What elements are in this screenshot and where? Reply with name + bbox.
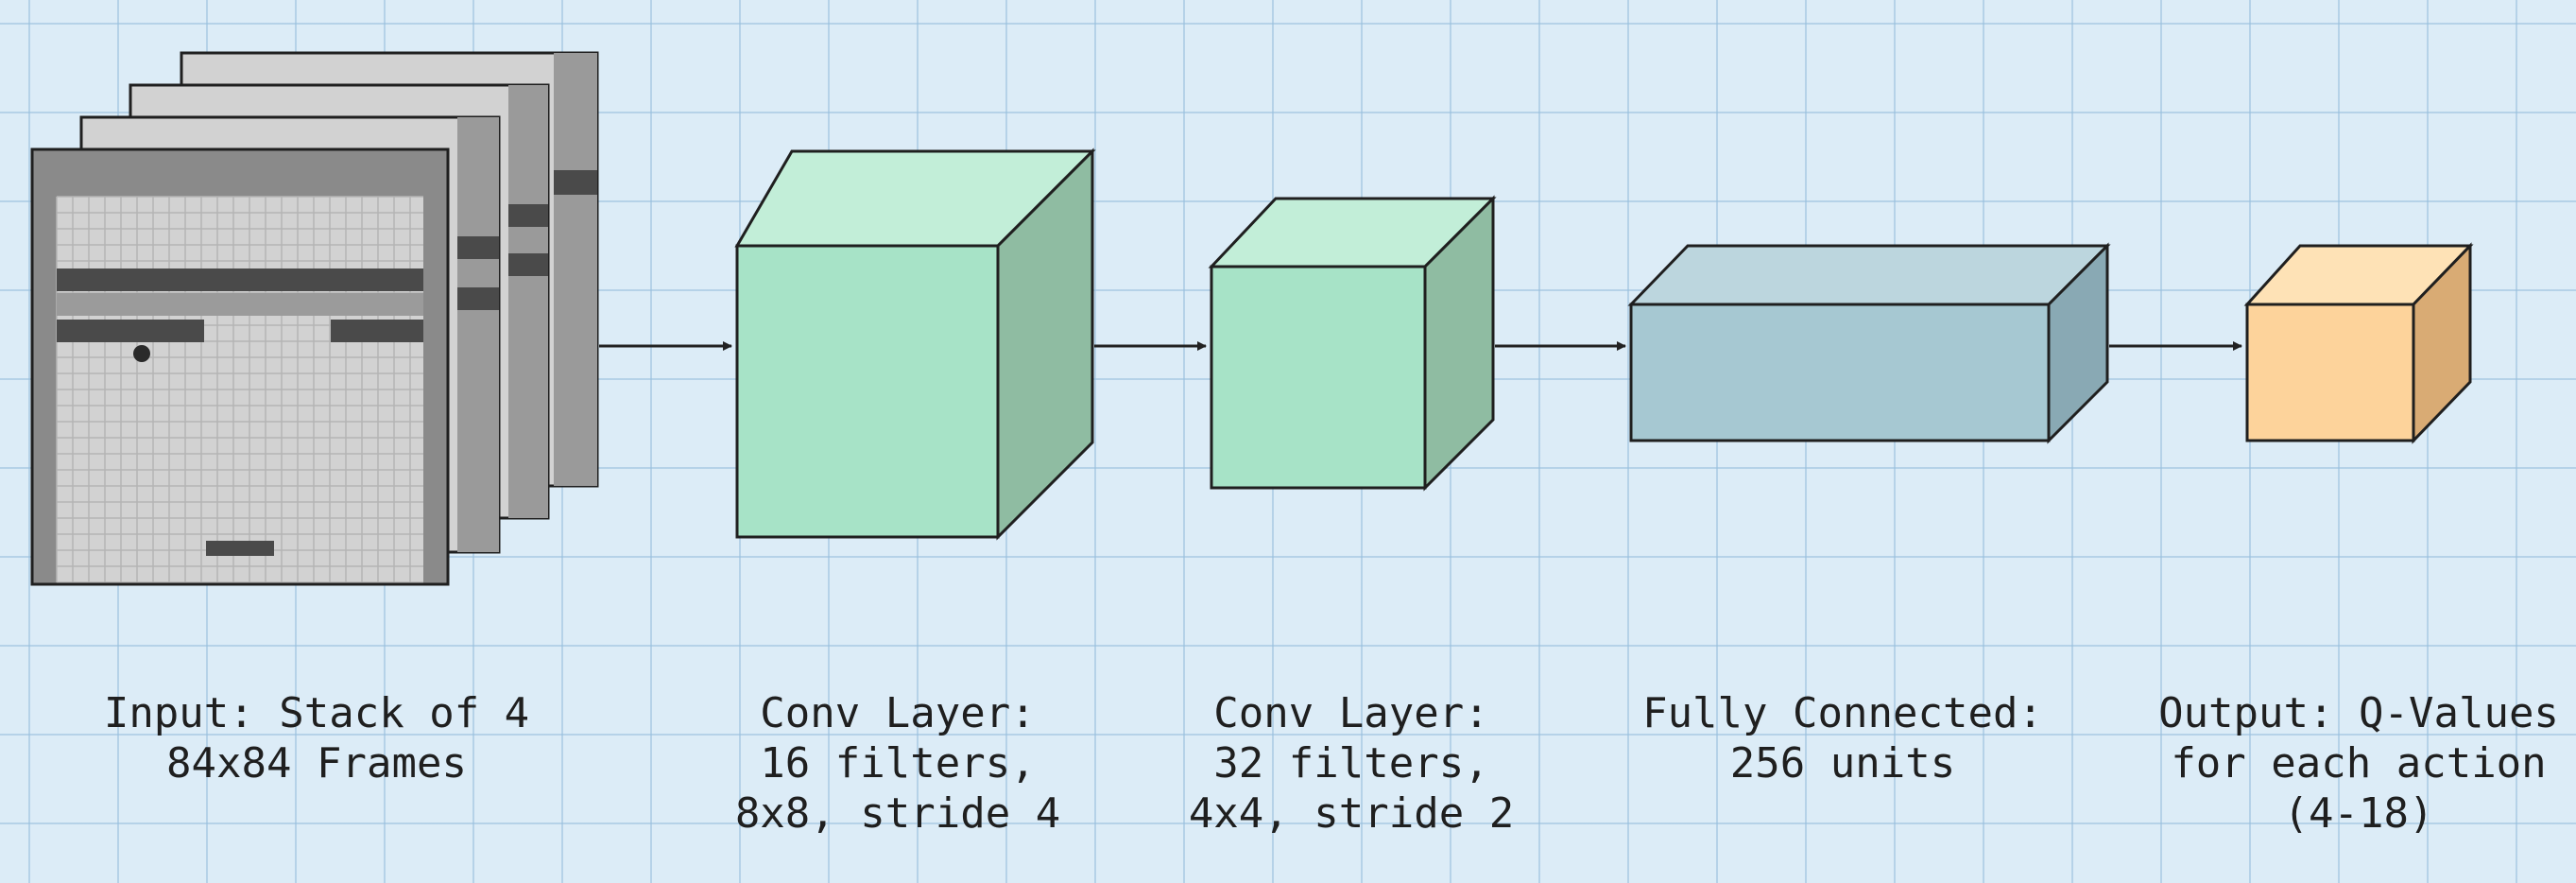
output-cube: [2243, 242, 2474, 444]
paddle-icon: [206, 541, 274, 556]
conv1-front-face: [735, 244, 1000, 539]
output-label: Output: Q-Values for each action (4-18): [2141, 688, 2576, 839]
conv2-label: Conv Layer: 32 filters, 4x4, stride 2: [1115, 688, 1588, 839]
input-frame-1: [30, 147, 450, 586]
conv2-cube: [1208, 195, 1497, 492]
output-label-line-1: Output: Q-Values: [2158, 689, 2559, 737]
input-frame-stack: [30, 51, 599, 586]
conv2-label-line-2: 32 filters,: [1213, 739, 1489, 788]
fc-label-line-1: Fully Connected:: [1642, 689, 2043, 737]
fc-label-line-2: 256 units: [1729, 739, 1956, 788]
ball-icon: [133, 345, 150, 362]
input-label-line-1: Input: Stack of 4: [103, 689, 530, 737]
fc-front-face: [1629, 303, 2051, 442]
brick-rows: [57, 268, 423, 342]
conv1-cube: [734, 147, 1096, 541]
fc-label: Fully Connected: 256 units: [1606, 688, 2079, 788]
fc-box: [1627, 242, 2111, 444]
conv2-front-face: [1210, 265, 1427, 490]
frame-pixel-grid: [56, 196, 423, 583]
output-front-face: [2245, 303, 2415, 442]
output-label-line-2: for each action: [2171, 739, 2547, 788]
conv2-label-line-1: Conv Layer:: [1213, 689, 1489, 737]
conv1-label: Conv Layer: 16 filters, 8x8, stride 4: [661, 688, 1134, 839]
input-label-line-2: 84x84 Frames: [166, 739, 467, 788]
conv1-label-line-2: 16 filters,: [760, 739, 1036, 788]
conv1-label-line-3: 8x8, stride 4: [734, 789, 1061, 838]
conv2-label-line-3: 4x4, stride 2: [1188, 789, 1515, 838]
input-label: Input: Stack of 4 84x84 Frames: [0, 688, 633, 788]
fc-top-face: [1627, 244, 2111, 306]
conv1-label-line-1: Conv Layer:: [760, 689, 1036, 737]
output-label-line-3: (4-18): [2283, 789, 2434, 838]
